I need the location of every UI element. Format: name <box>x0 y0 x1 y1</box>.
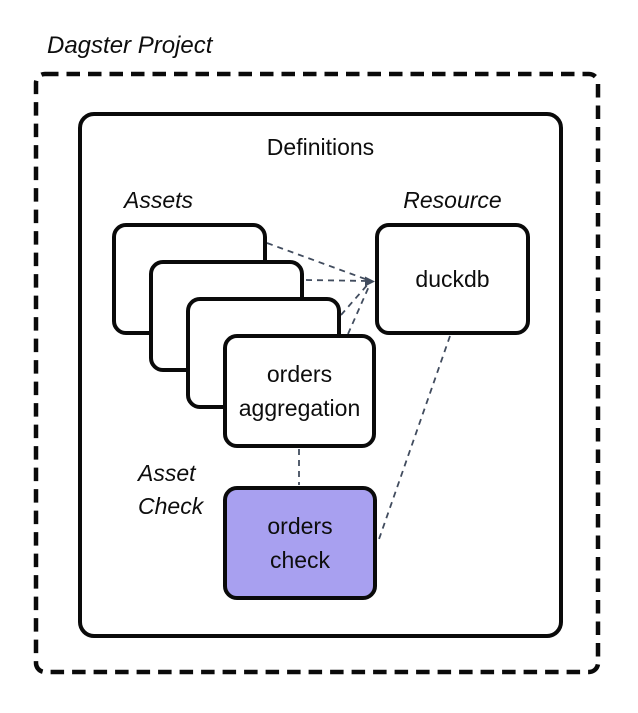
assets-group-label: Assets <box>124 187 194 213</box>
orders-check-node: orders check <box>223 486 377 600</box>
definitions-title: Definitions <box>266 134 375 160</box>
arrowhead-into-duckdb <box>365 276 375 287</box>
resource-group-label: Resource <box>403 187 502 213</box>
definitions-box <box>78 112 563 638</box>
edge-asset3-duckdb <box>340 282 370 316</box>
asset-check-group-label: Asset Check <box>138 460 204 519</box>
duckdb-resource-node: duckdb <box>375 223 530 335</box>
edge-duckdb-orders-check <box>377 335 451 543</box>
project-label: Dagster Project <box>47 32 213 59</box>
orders-aggregation-node: orders aggregation <box>223 334 376 448</box>
edge-orders-aggregation-duckdb <box>347 283 371 335</box>
project-dashed-border <box>33 71 601 675</box>
edge-asset1-duckdb <box>266 242 369 281</box>
